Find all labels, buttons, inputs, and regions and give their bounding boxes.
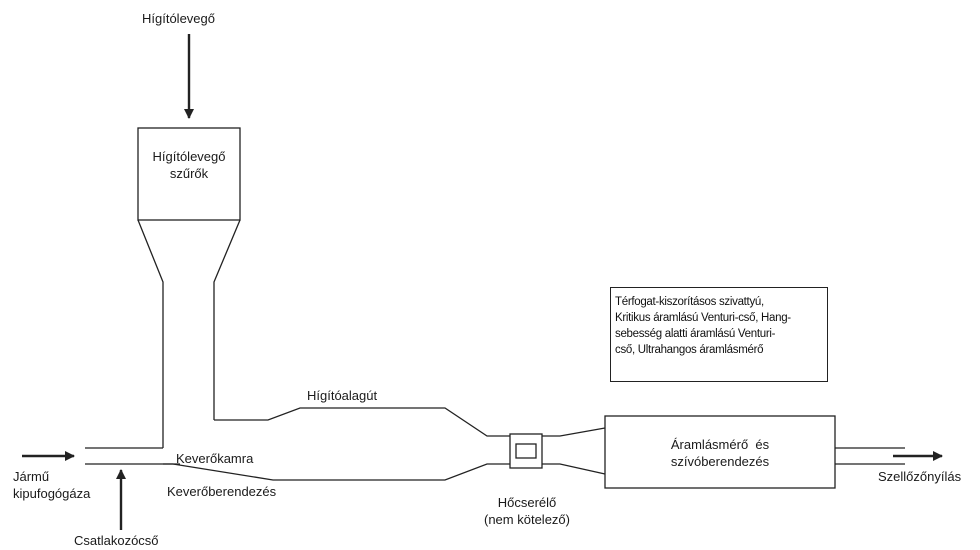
info-line-2: Kritikus áramlású Venturi-cső, Hang- [615, 312, 791, 324]
pipe-to-flowmeter [542, 427, 606, 475]
flowmeter-label: Áramlásmérő és szívóberendezés [605, 436, 835, 470]
info-line-4: cső, Ultrahangos áramlásmérő [615, 344, 764, 356]
heat-exchanger-core [515, 443, 537, 459]
flowmeter-suction-box [604, 415, 836, 489]
heat-exchanger-line1: Hőcserélő [497, 495, 557, 510]
filter-funnel [137, 219, 241, 448]
filter-label-line2: szűrők [169, 166, 209, 181]
filter-label: Hígítólevegő szűrők [138, 148, 240, 182]
filter-label-line1: Hígítólevegő [152, 149, 226, 164]
mixing-chamber-label: Keverőkamra [176, 451, 254, 466]
flowmeter-line2: szívóberendezés [670, 454, 770, 469]
dilution-air-label: Hígítólevegő [142, 11, 215, 26]
info-line-3: sebesség alatti áramlású Venturi- [615, 328, 776, 340]
dilution-tunnel-label: Hígítóalagút [307, 388, 378, 403]
dilution-air-filter-box [137, 127, 241, 221]
heat-exchanger-body [509, 433, 543, 469]
vehicle-exhaust-label: Jármű kipufogógáza [13, 468, 90, 502]
heat-exchanger-line2: (nem kötelező) [484, 512, 570, 527]
vent-label: Szellőzőnyílás [878, 469, 962, 484]
vehicle-exhaust-line2: kipufogógáza [13, 486, 91, 501]
vehicle-exhaust-line1: Jármű [13, 469, 50, 484]
info-line-1: Térfogat-kiszorításos szivattyú, [615, 296, 764, 308]
vent-pipe [835, 447, 905, 465]
mixing-device-label: Keverőberendezés [167, 484, 277, 499]
flowmeter-line1: Áramlásmérő és [670, 437, 770, 452]
heat-exchanger-label: Hőcserélő (nem kötelező) [465, 494, 589, 528]
flowmeter-types-box: Térfogat-kiszorításos szivattyú, Kritiku… [610, 287, 828, 382]
connector-label: Csatlakozócső [74, 533, 159, 548]
tunnel-upper-wall [85, 407, 510, 449]
tunnel-lower-wall [85, 463, 510, 481]
